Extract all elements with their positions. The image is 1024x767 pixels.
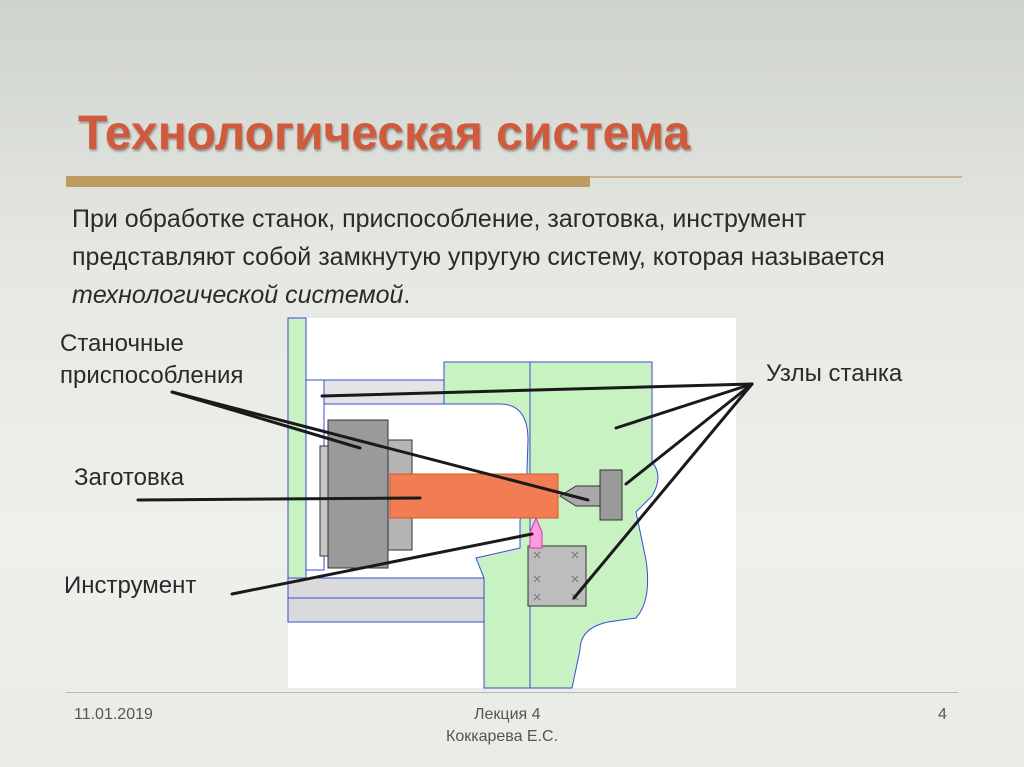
leader-fixture-2 — [170, 390, 590, 502]
leader-workpiece — [136, 496, 422, 502]
cutting-tool — [529, 516, 543, 549]
footer-divider — [66, 692, 958, 693]
leader-unit-4 — [572, 382, 754, 600]
footer-date: 11.01.2019 — [74, 706, 153, 723]
label-machine-units: Узлы станка — [766, 360, 903, 387]
workpiece-bar — [389, 473, 559, 519]
title-underline — [66, 176, 590, 187]
label-workpiece: Заготовка — [74, 464, 185, 491]
tailstock-body — [443, 361, 659, 689]
slide-title: Технологическая система — [78, 107, 691, 160]
footer-author: Коккарева Е.С. — [446, 728, 559, 745]
faceplate — [287, 317, 307, 623]
body-paragraph: При обработке станок, приспособление, за… — [72, 200, 952, 314]
title-underline-thin — [590, 176, 962, 178]
label-fixtures: Станочные приспособления — [60, 330, 244, 389]
leader-unit-1 — [320, 382, 754, 398]
footer-lecture: Лекция 4 — [474, 706, 541, 723]
tailstock-quill — [599, 469, 623, 521]
body-text-emphasis: технологической системой — [72, 281, 404, 309]
footer-page-number: 4 — [938, 706, 947, 723]
body-text-end: . — [403, 281, 411, 309]
leader-unit-3 — [624, 382, 754, 486]
body-text-main: При обработке станок, приспособление, за… — [72, 205, 885, 271]
machine-bed — [287, 577, 499, 623]
leader-tool — [230, 532, 534, 596]
leader-unit-2 — [614, 382, 754, 430]
label-tool: Инструмент — [64, 572, 197, 599]
